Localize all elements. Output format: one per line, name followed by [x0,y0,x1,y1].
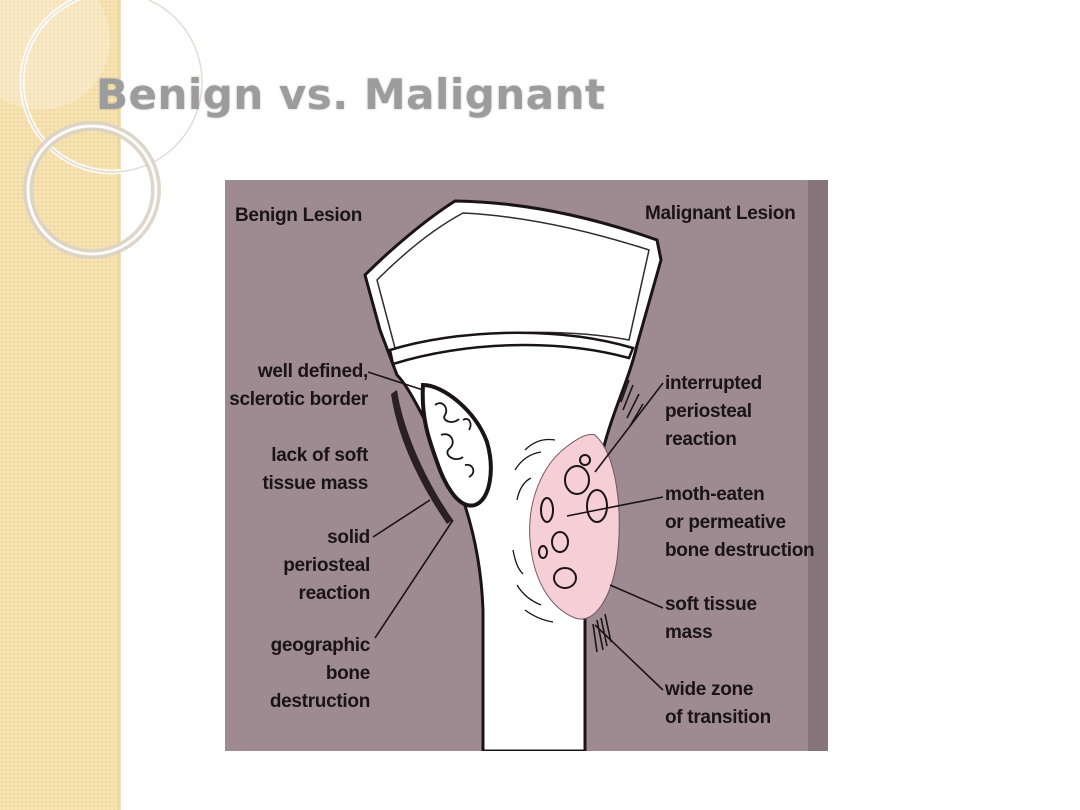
label-solid-periosteal-reaction: solid periosteal reaction [283,527,370,604]
slide-title: Benign vs. Malignant [96,70,606,119]
label-moth-eaten-destruction: moth-eaten or permeative bone destructio… [665,484,815,561]
label-lack-soft-tissue-mass: lack of soft tissue mass [262,445,369,494]
malignant-lesion [529,433,620,620]
tibia-bone [363,199,663,751]
sidebar-edge [118,0,121,810]
leader-lines-right [566,382,664,691]
label-well-defined-border: well defined, sclerotic border [229,361,368,410]
malignant-lesion-heading: Malignant Lesion [645,203,796,224]
solid-periosteal-reaction [391,390,453,524]
bone-lesion-figure: Benign Lesion Malignant Lesion well defi… [225,180,828,751]
label-geographic-bone-destruction: geographic bone destruction [269,635,370,712]
label-soft-tissue-mass: soft tissue mass [665,594,757,643]
scan-edge-shadow [808,180,828,751]
moth-eaten-holes [538,454,608,589]
interrupted-periosteal-reaction [592,379,644,653]
ring-ornament [0,0,205,259]
zone-of-transition [512,438,556,623]
bone-illustration [363,180,828,751]
benign-lesion-texture [434,402,475,478]
leader-lines-left [367,371,454,639]
benign-lesion [420,382,493,508]
benign-lesion-heading: Benign Lesion [235,205,362,226]
label-wide-zone-transition: wide zone of transition [665,679,771,728]
growth-plate [388,331,635,366]
label-interrupted-periosteal-reaction: interrupted periosteal reaction [665,373,762,450]
